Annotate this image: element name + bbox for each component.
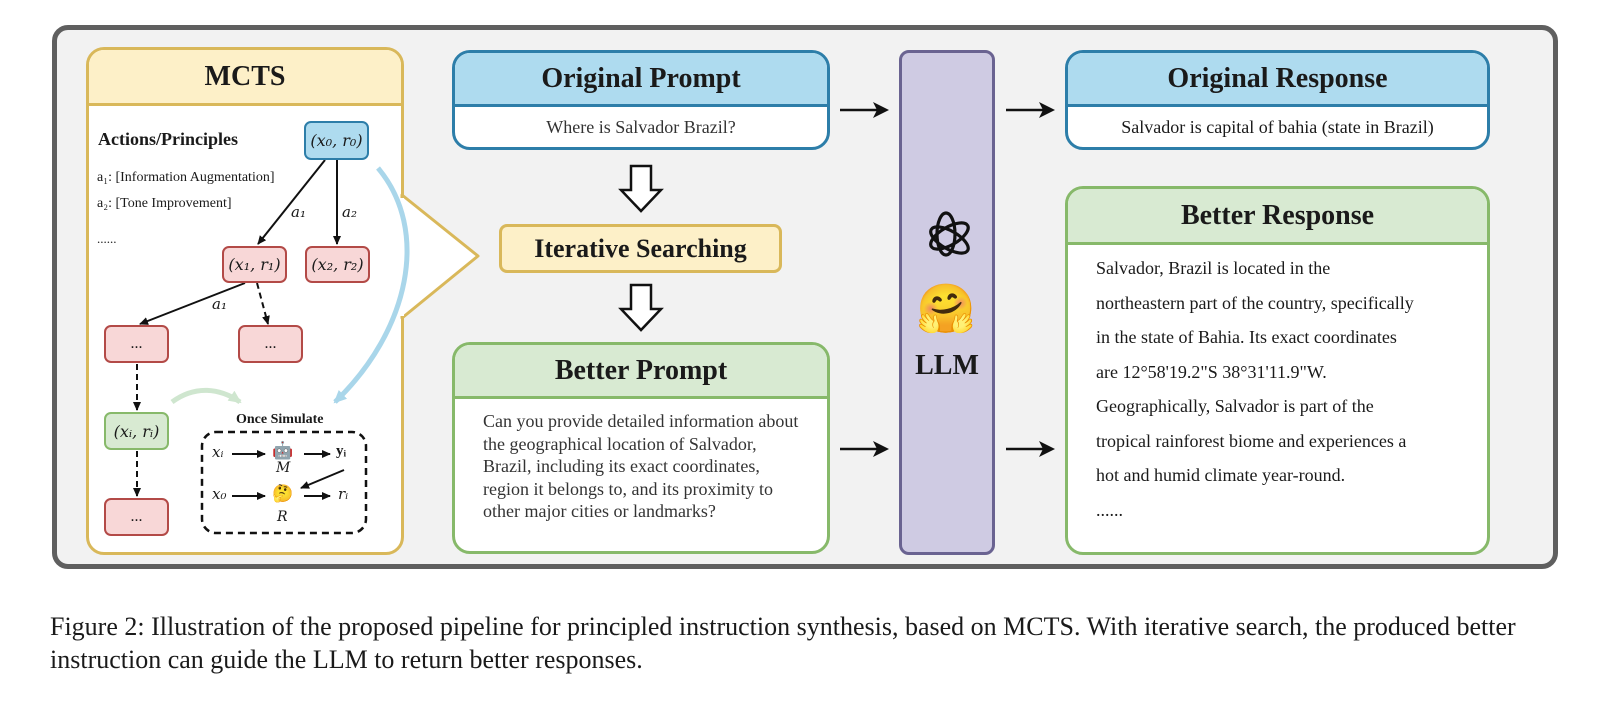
openai-logo-icon: [929, 211, 970, 257]
tree-node-x1: (x₁, r₁): [222, 246, 287, 283]
actions-title: Actions/Principles: [98, 129, 238, 149]
edge-label-a2: a₂: [342, 203, 357, 221]
hugging-face-emoji-icon: 🤗: [916, 283, 976, 336]
sim-ri-label: rᵢ: [338, 485, 349, 503]
sim-xi-label: xᵢ: [212, 443, 224, 461]
better-response-line: are 12°58'19.2"S 38°31'11.9"W.: [1096, 361, 1327, 382]
better-response-line: in the state of Bahia. Its exact coordin…: [1096, 327, 1397, 347]
simulate-box: [200, 430, 368, 535]
edge-root-to-x1: [257, 159, 326, 245]
tree-node-x2: (x₂, r₂): [305, 246, 370, 283]
better-prompt-box: Better Prompt Can you provide detailed i…: [452, 342, 830, 554]
better-response-text: Salvador, Brazil is located in the north…: [1068, 245, 1487, 534]
action-more: ......: [97, 231, 117, 246]
edge-label-a1-lower: a₁: [212, 295, 227, 313]
action-2: a₂: [Tone Improvement]: [97, 196, 232, 211]
action-1: a₁: [Information Augmentation]: [97, 170, 275, 185]
better-response-line: hot and humid climate year-round.: [1096, 465, 1346, 485]
sim-r-label: R: [277, 509, 288, 525]
better-response-line: Salvador, Brazil is located in the: [1096, 258, 1331, 278]
simulate-title: Once Simulate: [236, 412, 324, 427]
root-node: (x₀, r₀): [304, 121, 369, 160]
robot-icon: 🤖: [272, 441, 294, 460]
original-prompt-box: Original Prompt Where is Salvador Brazil…: [452, 50, 830, 150]
better-prompt-title: Better Prompt: [455, 345, 827, 399]
better-response-line: Geographically, Salvador is part of the: [1096, 396, 1374, 416]
better-response-line: tropical rainforest biome and experience…: [1096, 430, 1407, 451]
better-response-title: Better Response: [1068, 189, 1487, 245]
original-prompt-title: Original Prompt: [455, 53, 827, 107]
llm-label: LLM: [915, 350, 979, 381]
original-prompt-text: Where is Salvador Brazil?: [546, 117, 736, 137]
better-response-box: Better Response Salvador, Brazil is loca…: [1065, 186, 1490, 555]
figure-caption: Figure 2: Illustration of the proposed p…: [50, 612, 1516, 674]
iterative-searching-box: Iterative Searching: [499, 224, 782, 273]
tree-node-ellipsis-left: ...: [104, 325, 169, 363]
edge-x1-to-right: [256, 282, 270, 325]
down-arrow-top-icon: [618, 164, 664, 213]
llm-column: [899, 50, 995, 555]
original-response-text: Salvador is capital of bahia (state in B…: [1121, 117, 1434, 137]
tree-node-xi: (xᵢ, rᵢ): [104, 412, 169, 450]
tree-node-ellipsis-bottom: ...: [104, 498, 169, 536]
original-response-title: Original Response: [1068, 53, 1487, 107]
edge-label-a1: a₁: [291, 203, 306, 221]
better-prompt-text: Can you provide detailed information abo…: [483, 411, 799, 521]
tree-node-ellipsis-right: ...: [238, 325, 303, 363]
down-arrow-bottom-icon: [618, 283, 664, 332]
simulate-feedback-curve: [333, 166, 410, 404]
mcts-title: MCTS: [89, 50, 401, 106]
original-response-box: Original Response Salvador is capital of…: [1065, 50, 1490, 150]
thinking-icon: 🤔: [272, 484, 294, 503]
sim-yi-label: yᵢ: [336, 443, 347, 459]
better-response-line: ......: [1096, 499, 1123, 520]
sim-x0-label: x₀: [212, 485, 227, 503]
sim-yi-to-r: [300, 469, 345, 489]
edge-x1-to-left: [139, 282, 246, 325]
expand-to-simulate-curve: [170, 387, 242, 405]
sim-m-label: M: [276, 460, 291, 476]
better-response-line: northeastern part of the country, specif…: [1096, 292, 1414, 313]
